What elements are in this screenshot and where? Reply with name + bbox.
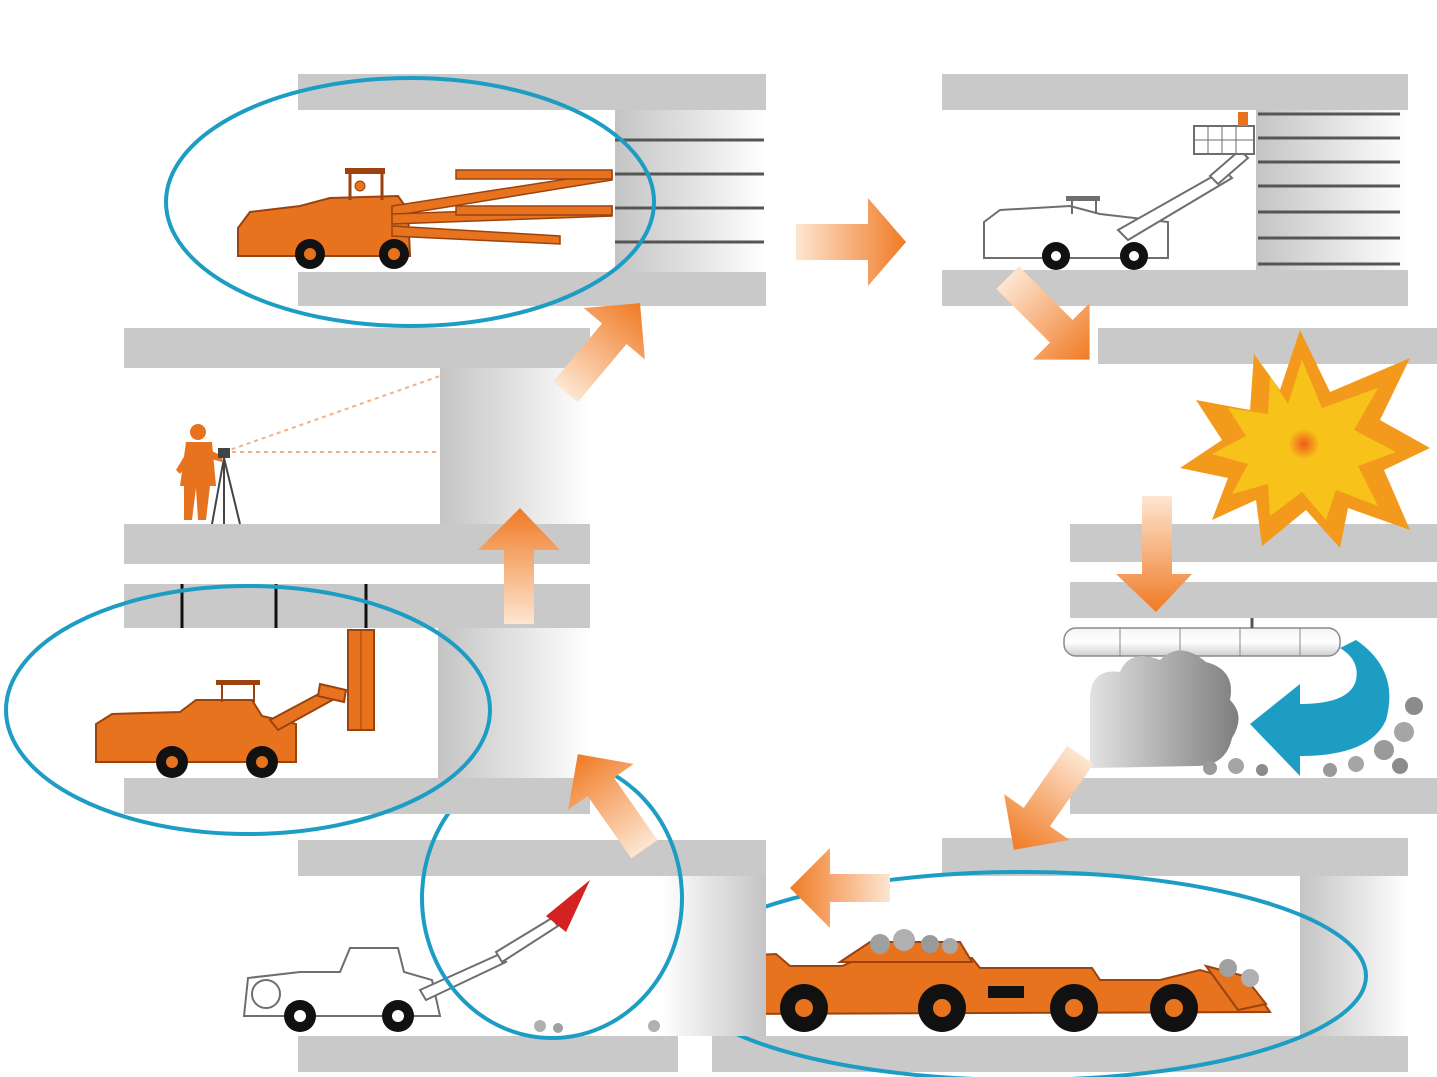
charging-rig-icon — [984, 112, 1254, 270]
stage-charging — [942, 74, 1408, 306]
rock-face — [662, 876, 766, 1036]
tunnel-floor — [1070, 778, 1437, 814]
tunnel-roof — [1098, 328, 1437, 364]
tunnel-roof — [1070, 582, 1437, 618]
stage-rock-bolting — [6, 584, 590, 834]
tunnel-floor — [298, 1036, 678, 1072]
stage-ventilation — [1064, 582, 1437, 814]
tunnel-floor — [712, 1036, 1408, 1072]
arrow-to-scaling — [790, 848, 890, 928]
ventilation-duct-icon — [1064, 618, 1340, 656]
tunnel-floor — [1070, 524, 1437, 562]
surveyor-icon — [176, 424, 240, 524]
airflow-arrow-icon — [1250, 640, 1389, 776]
arrow-to-charging — [796, 198, 906, 286]
stage-drilling — [166, 74, 766, 326]
tunnel-roof — [124, 328, 590, 368]
tunnel-floor — [124, 778, 590, 814]
tunnel-roof — [298, 840, 766, 876]
tunnel-roof — [942, 74, 1408, 110]
rock-face — [1256, 110, 1408, 270]
stage-blasting — [1070, 328, 1437, 562]
rock-bolting-rig-icon — [96, 630, 374, 778]
tunnel-floor — [298, 272, 766, 306]
laser-line — [224, 376, 440, 452]
smoke-cloud-icon — [1090, 650, 1239, 768]
rock-face — [1300, 876, 1408, 1036]
scaling-rig-icon — [244, 880, 660, 1033]
loader-dump-truck-icon — [720, 929, 1270, 1032]
face-drilling-jumbo-icon — [238, 168, 612, 269]
stage-mucking — [678, 838, 1408, 1077]
